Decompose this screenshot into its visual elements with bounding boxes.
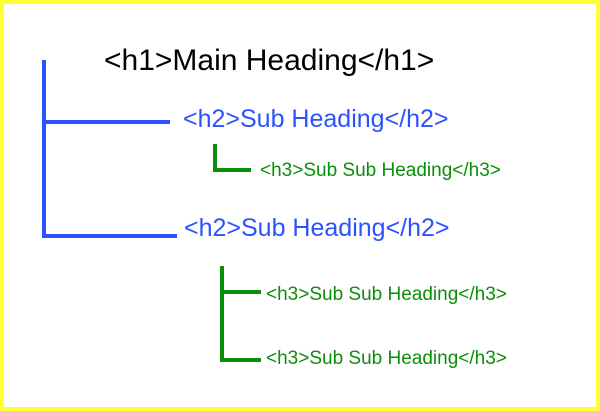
third-sub-sub-heading-label: <h3>Sub Sub Heading</h3> bbox=[266, 348, 507, 369]
first-sub-heading-label: <h2>Sub Heading</h2> bbox=[183, 105, 449, 133]
connector-second-sub-heading-to-sub-sub-headings bbox=[220, 266, 261, 362]
connector-first-sub-heading-to-sub-sub-heading bbox=[213, 144, 251, 172]
main-heading-label: <h1>Main Heading</h1> bbox=[104, 44, 435, 77]
first-sub-sub-heading-label: <h3>Sub Sub Heading</h3> bbox=[260, 160, 501, 181]
second-sub-sub-heading-label: <h3>Sub Sub Heading</h3> bbox=[266, 284, 507, 305]
connector-main-to-sub-headings bbox=[42, 60, 177, 238]
second-sub-heading-label: <h2>Sub Heading</h2> bbox=[184, 214, 450, 242]
